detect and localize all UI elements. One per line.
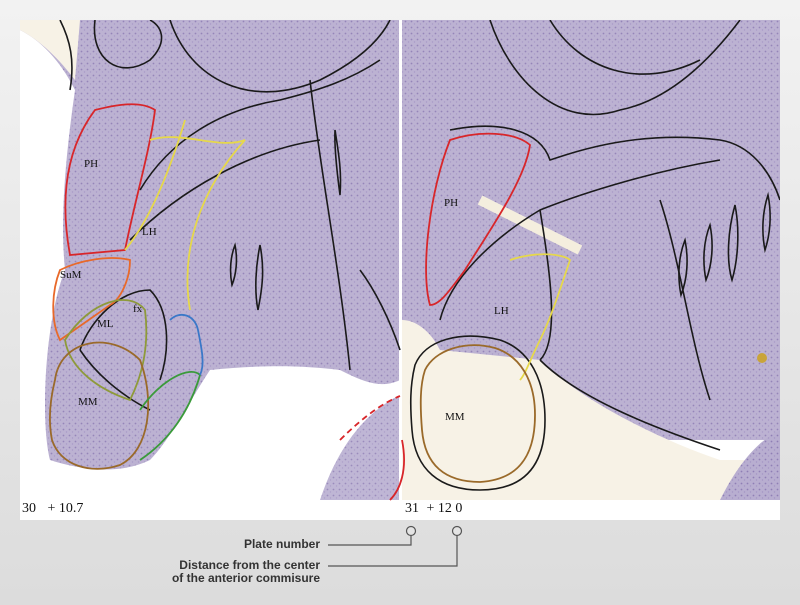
right-mm-outline [419,344,536,483]
label-right-ph: PH [444,197,458,209]
label-left-lh: LH [142,226,157,238]
plate-divider [399,20,402,500]
legend-plate-number: Plate number [244,538,320,551]
plate-caption-left: 30 + 10.7 [22,501,83,517]
left-sum-outline [52,257,131,342]
right-plate-tissue [402,20,780,500]
label-left-sum: SuM [60,269,82,281]
tissue-artifact [757,353,767,363]
left-ml-outline [64,299,148,402]
right-lh-outline [509,253,572,381]
left-plate-outlines [59,20,401,411]
legend-distance: Distance from the center of the anterior… [172,559,320,585]
brain-atlas-plates: PH LH SuM fx ML MM PH LH MM [20,20,780,501]
histology-panel: PH LH SuM fx ML MM PH LH MM [20,20,780,520]
label-left-mm: MM [78,396,98,408]
right-plate-regions [389,132,572,501]
label-left-ml: ML [97,318,114,330]
plate-caption-right: 31 + 12 0 [405,501,462,517]
label-left-ph: PH [84,158,98,170]
left-green-outline [139,371,202,461]
left-lh-outline [124,119,246,311]
plate-distance-31: + 12 0 [426,501,463,516]
legend-distance-line2: of the anterior commisure [171,571,320,585]
label-left-fx: fx [133,303,143,315]
plate-number-31: 31 [405,501,419,516]
left-mm-outline [48,341,150,470]
right-ph-outline [425,132,531,306]
left-plate-tissue [20,20,400,500]
left-plate-regions [48,103,401,470]
region-labels-left: PH LH SuM fx ML MM [60,158,157,408]
region-labels-right: PH LH MM [444,197,509,423]
label-right-lh: LH [494,305,509,317]
left-ph-outline [64,103,156,256]
distance-marker [451,525,463,537]
legend-plate-number-text: Plate number [243,537,320,551]
left-blue-outline [169,313,204,376]
plate-number-30: 30 [22,501,36,516]
right-plate-outlines [409,20,780,491]
legend-distance-line1: Distance from the center [179,558,320,572]
plate-distance-30: + 10.7 [47,501,84,516]
plate-number-marker [405,525,417,537]
label-right-mm: MM [445,411,465,423]
